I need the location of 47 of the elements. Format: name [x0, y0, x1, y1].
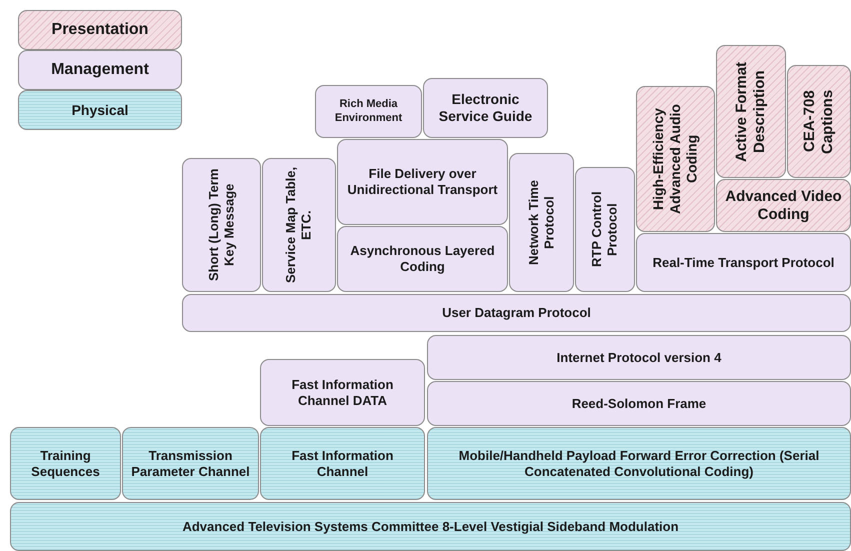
legend-label: Presentation	[52, 21, 148, 39]
block-label: Service Map Table, ETC.	[283, 166, 315, 286]
block-label: Internet Protocol version 4	[556, 350, 722, 366]
management-layer-block	[182, 158, 261, 292]
legend-label: Physical	[72, 102, 128, 118]
management-layer-block	[337, 139, 508, 225]
block-label: Training Sequences	[30, 448, 101, 480]
block-label: Network Time Protocol	[526, 179, 558, 268]
management-layer-block	[262, 158, 336, 292]
management-layer-block	[315, 85, 422, 138]
physical-layer-block	[10, 427, 121, 500]
management-layer-block	[260, 359, 425, 426]
presentation-layer-block	[716, 45, 786, 178]
block-label: Transmission Parameter Channel	[130, 448, 251, 480]
block-label: User Datagram Protocol	[442, 305, 591, 321]
physical-layer-block	[10, 502, 851, 551]
presentation-layer-block	[636, 86, 715, 232]
management-layer-block	[337, 226, 508, 292]
block-label: Fast Information Channel DATA	[290, 376, 394, 408]
physical-layer-block	[427, 427, 851, 500]
management-layer-block	[509, 153, 574, 292]
block-label: Fast Information Channel	[290, 448, 394, 480]
management-layer-block	[427, 381, 851, 426]
block-label: File Delivery over Unidirectional Transport	[346, 166, 499, 198]
block-label: Advanced Video Coding	[724, 188, 843, 224]
management-layer-block	[427, 335, 851, 380]
physical-layer-block	[260, 427, 425, 500]
management-layer-block	[182, 294, 851, 332]
management-layer-block	[423, 78, 548, 138]
block-label: Asynchronous Layered Coding	[349, 243, 496, 275]
presentation-layer-block	[787, 65, 851, 178]
block-label: RTP Control Protocol	[589, 190, 621, 270]
management-layer-block	[636, 233, 851, 292]
legend-label: Management	[51, 61, 149, 79]
block-label: Short (Long) Term Key Message	[206, 168, 238, 284]
presentation-layer-block	[716, 179, 851, 232]
physical-layer-block	[122, 427, 259, 500]
block-label: Rich Media Environment	[334, 98, 404, 125]
block-label: Mobile/Handheld Payload Forward Error Correction (Serial Concatenated Convolutional Coding)	[458, 448, 820, 480]
block-label: High-Efficiency Advanced Audio Coding	[650, 103, 701, 216]
block-label: Advanced Television Systems Committee 8-Level Vestigial Sideband Modulation	[182, 518, 679, 534]
block-label: CEA-708 Captions	[801, 88, 837, 156]
block-label: Electronic Service Guide	[438, 91, 534, 125]
block-label: Reed-Solomon Frame	[572, 396, 706, 412]
block-label: Real-Time Transport Protocol	[652, 254, 834, 270]
management-layer-block	[575, 167, 635, 292]
block-label: Active Format Description	[733, 60, 769, 164]
